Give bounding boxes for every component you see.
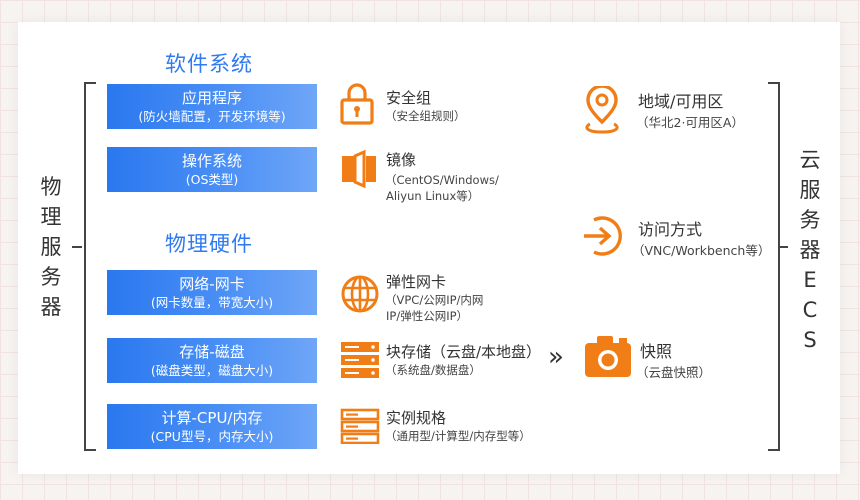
physical-server-label: 物 理 服 务 器 (38, 172, 64, 322)
location-pin-icon (585, 86, 619, 134)
region-title: 地域/可用区 (638, 92, 724, 111)
physical-server-char: 服 (40, 235, 62, 259)
snapshot-title: 快照 (640, 342, 673, 361)
physical-hardware-title: 物理硬件 (165, 232, 253, 256)
physical-server-char: 物 (40, 175, 62, 199)
storage-box-title: 存储-磁盘 (179, 342, 245, 361)
image-icon (342, 150, 376, 188)
ecs-char: 务 (799, 208, 821, 232)
network-box-sub: (网卡数量，带宽大小) (150, 294, 274, 310)
os-box-title: 操作系统 (181, 151, 242, 170)
ecs-char: 器 (799, 238, 821, 262)
ecs-char: S (803, 328, 817, 352)
app-box-title: 应用程序 (181, 88, 242, 107)
app-box: 应用程序 (防火墙配置，开发环境等) (107, 84, 317, 129)
physical-server-char: 务 (40, 265, 62, 289)
ecs-char: 云 (799, 148, 821, 172)
block-storage-sub: （系统盘/数据盘） (385, 363, 481, 377)
right-bracket (768, 82, 780, 451)
ecs-char: C (802, 298, 818, 322)
image-sub-line2: Aliyun Linux等） (386, 189, 480, 203)
left-bracket (84, 82, 96, 451)
instance-spec-title: 实例规格 (386, 409, 447, 427)
storage-box-sub: (磁盘类型，磁盘大小) (150, 362, 274, 378)
left-bracket-tick (72, 246, 82, 248)
elastic-nic-sub-line2: IP/弹性公网IP） (386, 309, 469, 323)
login-arrow-icon (584, 216, 622, 256)
server-spec-icon (340, 408, 380, 444)
region-sub: （华北2·可用区A） (636, 115, 744, 130)
os-box-sub: (OS类型) (185, 171, 239, 187)
camera-icon (585, 336, 631, 377)
disk-stack-icon (341, 342, 379, 378)
security-group-sub: （安全组规则） (385, 109, 466, 123)
globe-icon (341, 275, 379, 313)
access-method-title: 访问方式 (638, 220, 703, 239)
lock-icon (340, 83, 374, 125)
elastic-nic-title: 弹性网卡 (386, 273, 447, 291)
access-method-sub: （VNC/Workbench等） (632, 243, 771, 258)
physical-server-char: 理 (40, 205, 62, 229)
compute-box: 计算-CPU/内存 (CPU型号，内存大小) (107, 404, 317, 449)
ecs-char: E (803, 268, 817, 292)
image-title: 镜像 (386, 151, 417, 169)
cloud-server-ecs-label: 云 服 务 器 E C S (797, 145, 823, 355)
ecs-char: 服 (799, 178, 821, 202)
software-system-title: 软件系统 (165, 52, 253, 76)
snapshot-sub: （云盘快照） (636, 365, 712, 380)
double-arrow-icon: » (548, 342, 564, 372)
physical-server-char: 器 (40, 295, 62, 319)
elastic-nic-sub-line1: （VPC/公网IP/内网 (385, 293, 484, 307)
right-bracket-tick (778, 246, 788, 248)
block-storage-title: 块存储（云盘/本地盘） (386, 343, 542, 361)
compute-box-title: 计算-CPU/内存 (161, 408, 263, 427)
security-group-title: 安全组 (386, 89, 432, 107)
storage-box: 存储-磁盘 (磁盘类型，磁盘大小) (107, 338, 317, 383)
network-box-title: 网络-网卡 (179, 274, 245, 293)
image-sub-line1: （CentOS/Windows/ (385, 173, 499, 187)
app-box-sub: (防火墙配置，开发环境等) (138, 108, 286, 124)
os-box: 操作系统 (OS类型) (107, 147, 317, 192)
network-box: 网络-网卡 (网卡数量，带宽大小) (107, 270, 317, 315)
instance-spec-sub: （通用型/计算型/内存型等） (385, 429, 531, 443)
compute-box-sub: (CPU型号，内存大小) (150, 428, 274, 444)
